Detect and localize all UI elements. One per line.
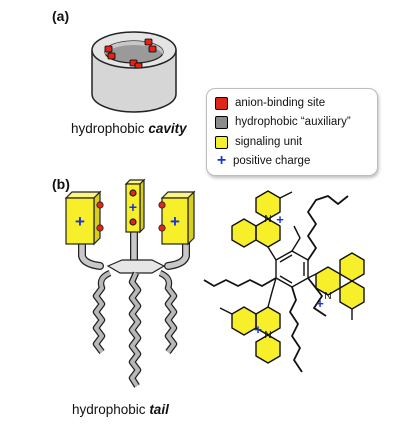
- gray-square-icon: [215, 115, 228, 129]
- legend-box: anion-binding site hydrophobic “auxiliar…: [206, 88, 378, 176]
- plus-icon: +: [129, 199, 137, 215]
- legend-item-positive-charge: + positive charge: [216, 152, 311, 169]
- signaling-unit-center: [124, 178, 146, 234]
- plus-icon: +: [276, 212, 284, 227]
- red-square-icon: [215, 96, 228, 110]
- anion-binding-site-icon: [96, 201, 166, 232]
- plus-icon: +: [216, 152, 227, 169]
- legend-item-hydrophobic-auxiliary: hydrophobic “auxiliary”: [215, 114, 351, 130]
- plus-icon: +: [316, 296, 324, 311]
- tail-caption: hydrophobic tail: [72, 402, 169, 417]
- nitrogen-label: N: [264, 330, 271, 341]
- anion-binding-site-icon: [104, 38, 157, 69]
- signaling-unit-rings: [232, 191, 364, 363]
- cavity-ring-illustration: [91, 31, 177, 113]
- molecular-structure: N N N + + +: [203, 190, 365, 373]
- panel-b-label: (b): [52, 176, 70, 192]
- nitrogen-label: N: [324, 291, 331, 302]
- nitrogen-label: N: [264, 214, 271, 225]
- yellow-square-icon: [215, 135, 228, 149]
- cavity-caption: hydrophobic cavity: [71, 121, 187, 136]
- panel-a-label: (a): [52, 8, 70, 24]
- plus-icon: +: [254, 322, 262, 337]
- signaling-unit-left: [64, 190, 102, 246]
- legend-item-anion-binding-site: anion-binding site: [215, 95, 325, 111]
- tail-amphiphile-illustration: + + +: [64, 178, 196, 388]
- plus-icon: +: [75, 212, 85, 231]
- signaling-unit-right: [160, 190, 196, 246]
- hydrophobic-tail: [92, 270, 178, 388]
- plus-icon: +: [170, 212, 180, 231]
- legend-item-signaling-unit: signaling unit: [215, 134, 302, 150]
